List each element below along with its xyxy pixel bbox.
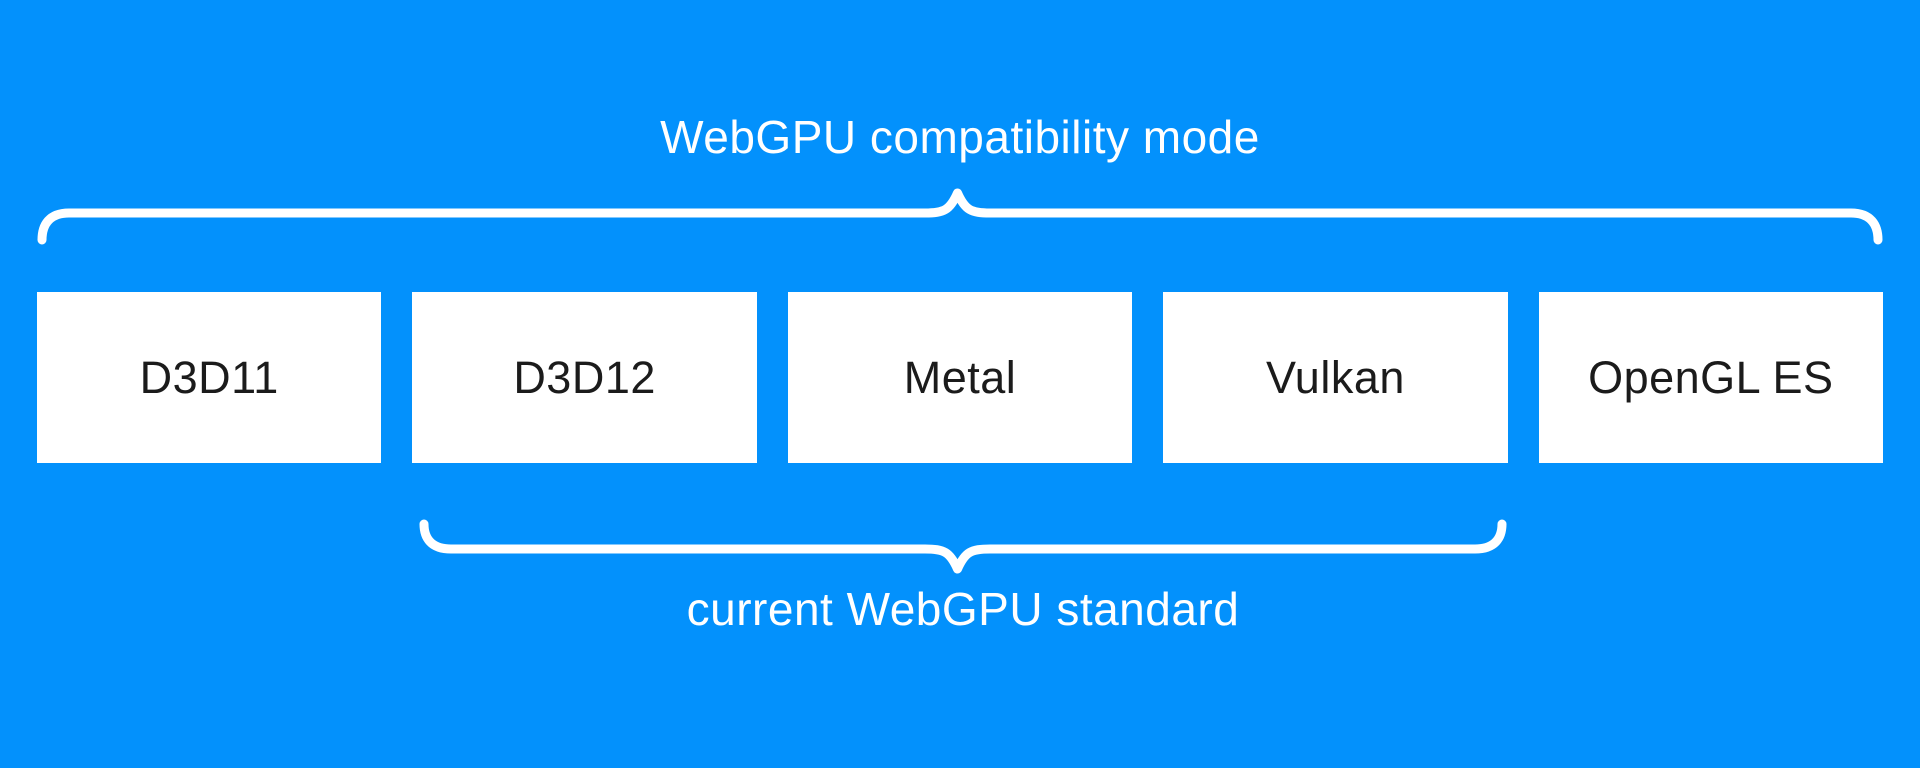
platform-label: Vulkan: [1265, 351, 1405, 403]
bottom-brace: [419, 519, 1507, 574]
platform-box-d3d11: D3D11: [37, 292, 382, 463]
platform-boxes: D3D11 D3D12 Metal Vulkan OpenGL ES: [37, 292, 1884, 463]
top-brace: [37, 188, 1883, 245]
platform-label: D3D12: [513, 351, 656, 403]
platform-box-metal: Metal: [787, 292, 1133, 463]
platform-box-d3d12: D3D12: [412, 292, 757, 463]
current-standard-label: current WebGPU standard: [686, 583, 1240, 635]
platform-label: OpenGL ES: [1588, 351, 1834, 403]
platform-label: Metal: [903, 351, 1017, 403]
platform-box-opengl-es: OpenGL ES: [1538, 292, 1884, 463]
platform-label: D3D11: [139, 351, 279, 403]
platform-box-vulkan: Vulkan: [1163, 292, 1508, 463]
compatibility-mode-label: WebGPU compatibility mode: [660, 111, 1260, 163]
